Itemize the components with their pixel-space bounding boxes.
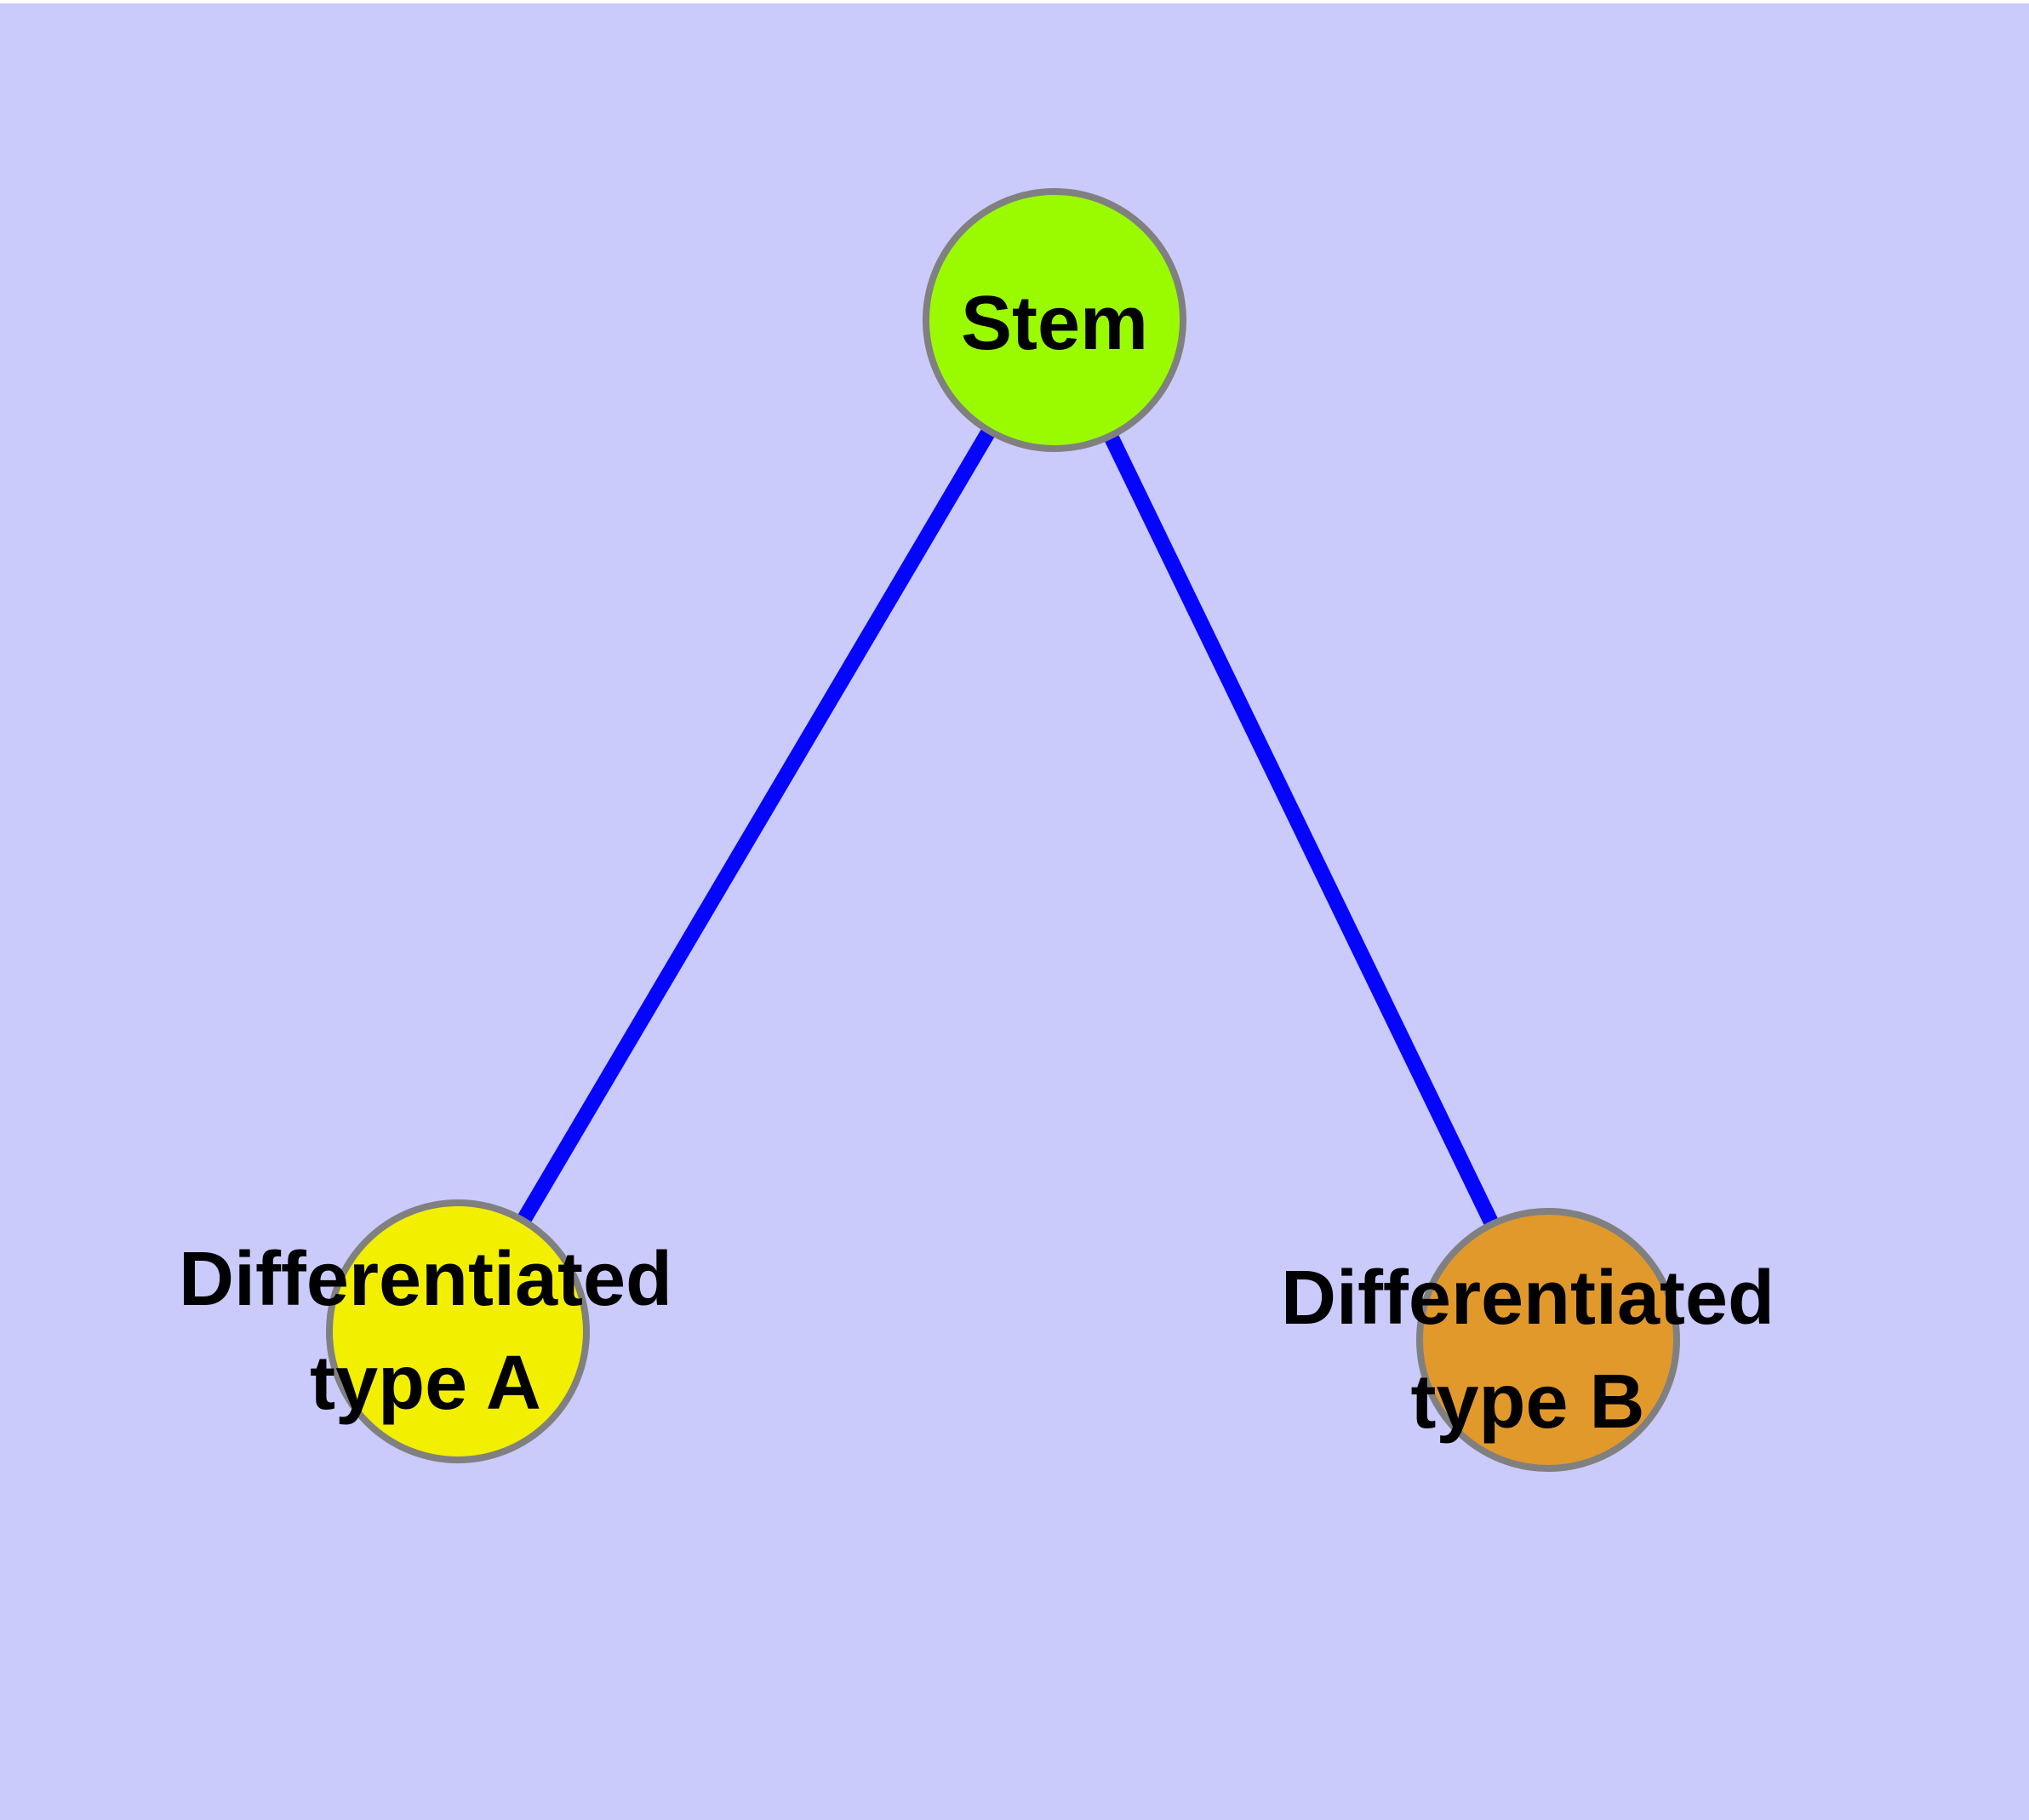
node-type-b-label-line2: type B <box>1410 1359 1644 1445</box>
node-type-a-label-line2: type A <box>310 1341 541 1426</box>
node-type-b <box>1416 1208 1680 1472</box>
node-type-a <box>326 1199 590 1463</box>
node-type-b-label-line1: Differentiated <box>1281 1256 1775 1341</box>
node-stem <box>923 188 1186 452</box>
edge-stem-to-type-b <box>1047 317 1556 1343</box>
node-type-a-label-line1: Differentiated <box>179 1237 672 1322</box>
node-stem-label: Stem <box>961 281 1148 366</box>
top-margin-strip <box>0 0 2029 3</box>
edge-stem-to-type-a <box>451 316 1061 1336</box>
